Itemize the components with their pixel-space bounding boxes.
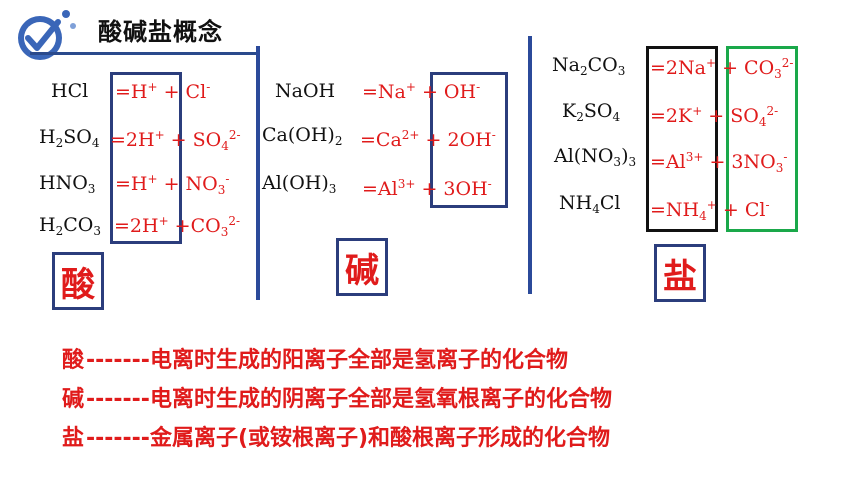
acid-formula-h2so4: H2SO4 [39, 126, 100, 150]
definition-acid: 酸-------电离时生成的阳离子全部是氢离子的化合物 [62, 342, 568, 374]
definition-term: 酸 [62, 348, 85, 373]
acid-cation-box [110, 72, 182, 244]
salt-formula-alno33: Al(NO3)3 [554, 145, 637, 169]
salt-ion-na2co3: =2Na+ + CO32- [650, 56, 794, 81]
acid-label: 酸 [61, 264, 95, 305]
page-title: 酸碱盐概念 [98, 18, 223, 46]
salt-anion-box [726, 46, 798, 232]
definition-term: 盐 [62, 426, 85, 451]
base-ion-caoh2: =Ca2+ + 2OH- [360, 128, 496, 151]
salt-ion-k2so4: =2K+ + SO42- [650, 104, 779, 129]
separator-acid-base [256, 46, 260, 300]
definition-base: 碱-------电离时生成的阴离子全部是氢氧根离子的化合物 [62, 381, 612, 413]
logo-icon [18, 10, 76, 60]
acid-formula-hcl: HCl [51, 80, 89, 102]
base-anion-box [430, 72, 508, 208]
acid-formula-hno3: HNO3 [39, 172, 96, 196]
salt-cation-box [646, 46, 718, 232]
base-formula-caoh2: Ca(OH)2 [262, 124, 343, 148]
acid-ion-hcl: =H+ + Cl- [115, 80, 211, 103]
acid-formula-h2co3: H2CO3 [39, 214, 101, 238]
definition-salt: 盐-------金属离子(或铵根离子)和酸根离子形成的化合物 [62, 420, 610, 452]
definition-text: 金属离子(或铵根离子)和酸根离子形成的化合物 [149, 426, 611, 451]
acid-ion-h2so4: =2H+ + SO42- [110, 128, 241, 153]
acid-ion-h2co3: =2H+ +CO32- [114, 214, 241, 239]
definition-dashes: ------- [86, 387, 150, 412]
definition-term: 碱 [62, 387, 85, 412]
acid-ion-hno3: =H+ + NO3- [115, 172, 230, 197]
title-underline [30, 52, 260, 55]
salt-formula-nh4cl: NH4Cl [559, 192, 621, 216]
base-ion-aloh3: =Al3+ + 3OH- [362, 177, 492, 200]
definition-text: 电离时生成的阳离子全部是氢离子的化合物 [149, 348, 568, 373]
salt-ion-nh4cl: =NH4+ + Cl- [650, 198, 770, 223]
salt-label-box: 盐 [654, 244, 706, 302]
salt-label: 盐 [663, 256, 697, 297]
acid-label-box: 酸 [52, 252, 104, 310]
salt-ion-alno33: =Al3+ + 3NO3- [650, 150, 788, 175]
definition-text: 电离时生成的阴离子全部是氢氧根离子的化合物 [149, 387, 612, 412]
separator-base-salt [528, 36, 532, 294]
base-label-box: 碱 [336, 238, 388, 296]
base-formula-aloh3: Al(OH)3 [262, 172, 337, 196]
definition-dashes: ------- [86, 348, 150, 373]
base-label: 碱 [345, 250, 379, 291]
definition-dashes: ------- [86, 426, 150, 451]
base-ion-naoh: =Na+ + OH- [362, 80, 481, 103]
salt-formula-k2so4: K2SO4 [562, 100, 621, 124]
salt-formula-na2co3: Na2CO3 [552, 54, 626, 78]
base-formula-naoh: NaOH [275, 80, 336, 102]
